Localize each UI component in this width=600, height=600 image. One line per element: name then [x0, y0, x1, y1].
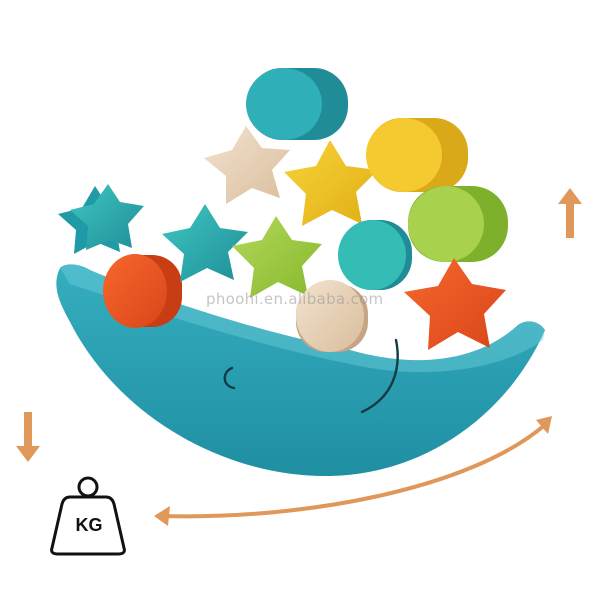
wood-star-block	[204, 126, 290, 204]
watermark-text: phoohi.en.alibaba.com	[206, 290, 384, 308]
moon-base	[56, 264, 545, 477]
orange-cylinder-block	[103, 254, 167, 328]
yellow-star-block	[284, 140, 378, 226]
arrow-down-icon	[16, 412, 40, 462]
toy-blocks	[58, 68, 508, 352]
orange-star-block	[404, 258, 506, 350]
moon-smile	[360, 338, 399, 414]
arrow-up-icon	[558, 188, 582, 238]
weight-icon	[50, 476, 126, 556]
lime-star-block	[232, 216, 322, 298]
lime-cylinder-block	[408, 186, 484, 262]
teal-star-center	[162, 204, 248, 282]
teal-cylinder-middle	[338, 220, 406, 290]
weight-label: KG	[75, 515, 103, 535]
curved-double-arrow-icon	[154, 416, 552, 526]
yellow-cylinder-block	[366, 118, 442, 192]
wood-cylinder-block	[296, 280, 364, 352]
teal-cylinder-top	[246, 68, 322, 140]
moon-eye	[223, 366, 236, 390]
